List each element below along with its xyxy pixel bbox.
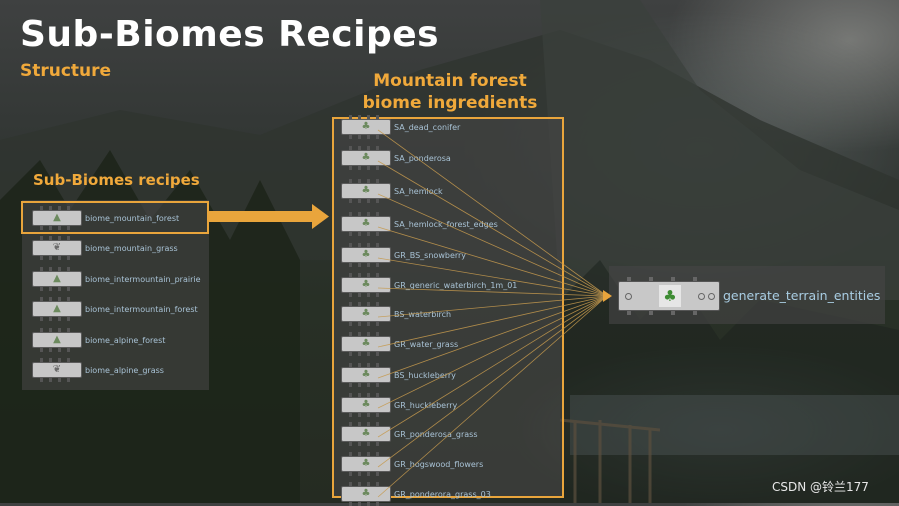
ingredient-node-label: GR_generic_waterbirch_1m_01: [394, 280, 518, 290]
biome-node-row[interactable]: ▲ biome_intermountain_forest: [32, 297, 198, 321]
node-icon: ♣: [341, 422, 391, 446]
output-node-label: generate_terrain_entities: [723, 288, 881, 303]
node-icon: ♣: [341, 452, 391, 476]
tree-icon: ♣: [361, 488, 371, 499]
ingredient-node-row[interactable]: ♣ GR_generic_waterbirch_1m_01: [341, 273, 517, 297]
ingredient-node-row[interactable]: ♣ SA_dead_conifer: [341, 115, 460, 139]
ingredient-node-row[interactable]: ♣ GR_BS_snowberry: [341, 243, 466, 267]
node-input-ports: [627, 277, 713, 281]
node-icon: ♣: [341, 243, 391, 267]
ingredients-heading: Mountain forest biome ingredients: [330, 70, 570, 114]
selected-biome-highlight: [21, 201, 209, 234]
watermark: CSDN @铃兰177: [772, 480, 869, 494]
node-output-ports: [627, 311, 713, 315]
node-icon: ❦: [32, 236, 82, 260]
tree-icon: ♣: [361, 249, 371, 260]
ingredient-node-row[interactable]: ♣ SA_ponderosa: [341, 146, 451, 170]
tree-icon: ♣: [361, 185, 371, 196]
tree-icon: ♣: [361, 338, 371, 349]
node-icon: ♣: [341, 393, 391, 417]
connection-wires: [377, 129, 608, 498]
biome-node-row[interactable]: ▲ biome_mountain_forest: [32, 206, 179, 230]
tree-icon: ♣: [361, 399, 371, 410]
node-icon: ♣: [341, 363, 391, 387]
generate-terrain-entities-node[interactable]: ♣: [618, 277, 720, 315]
tree-icon: ♣: [361, 369, 371, 380]
slide-title: Sub-Biomes Recipes: [20, 14, 440, 55]
ingredient-node-row[interactable]: ♣ GR_water_grass: [341, 332, 458, 356]
ingredient-node-row[interactable]: ♣ GR_huckleberry: [341, 393, 457, 417]
node-icon: ♣: [341, 179, 391, 203]
biome-node-row[interactable]: ▲ biome_alpine_forest: [32, 328, 165, 352]
grass-icon: ❦: [52, 364, 62, 375]
ingredient-node-row[interactable]: ♣ BS_huckleberry: [341, 363, 456, 387]
template-flag-icon[interactable]: [698, 293, 705, 300]
ingredient-node-label: SA_dead_conifer: [394, 122, 461, 132]
ingredient-node-label: GR_BS_snowberry: [394, 250, 467, 260]
biome-node-label: biome_alpine_grass: [85, 365, 164, 375]
biome-node-label: biome_mountain_grass: [85, 243, 178, 253]
node-icon: ♣: [341, 332, 391, 356]
ingredient-node-row[interactable]: ♣ SA_hemlock: [341, 179, 443, 203]
node-icon: ♣: [341, 212, 391, 236]
ingredient-node-label: SA_hemlock: [394, 186, 443, 196]
ingredient-node-label: SA_ponderosa: [394, 153, 451, 163]
ingredient-node-label: GR_huckleberry: [394, 400, 458, 410]
biome-node-label: biome_alpine_forest: [85, 335, 166, 345]
bypass-flag-icon[interactable]: [625, 293, 632, 300]
node-icon: ❦: [32, 358, 82, 382]
conifer-icon: ▲: [53, 273, 61, 284]
conifer-icon: ▲: [53, 212, 61, 223]
ingredient-node-label: BS_waterbirch: [394, 309, 452, 319]
ingredient-node-row[interactable]: ♣ GR_hogswood_flowers: [341, 452, 483, 476]
ingredients-heading-line1: Mountain forest: [373, 71, 527, 91]
tree-icon: ♣: [361, 458, 371, 469]
node-icon: ♣: [341, 146, 391, 170]
tree-icon: ♣: [361, 428, 371, 439]
selection-arrow-icon: [209, 204, 329, 229]
wire-junction-arrow-icon: [603, 290, 612, 302]
slide-subtitle: Structure: [20, 61, 112, 81]
ingredient-node-label: BS_huckleberry: [394, 370, 456, 380]
tree-icon: ♣: [361, 152, 371, 163]
tree-icon: ♣: [361, 121, 371, 132]
tree-icon: ♣: [659, 285, 681, 307]
node-icon: ▲: [32, 206, 82, 230]
tree-icon: ♣: [361, 308, 371, 319]
biome-node-label: biome_intermountain_prairie: [85, 274, 201, 284]
conifer-icon: ▲: [53, 334, 61, 345]
biome-node-row[interactable]: ❦ biome_mountain_grass: [32, 236, 178, 260]
ingredient-node-row[interactable]: ♣ GR_ponderosa_grass: [341, 422, 477, 446]
node-icon: ♣: [341, 302, 391, 326]
ingredients-heading-line2: biome ingredients: [362, 93, 538, 113]
node-icon: ♣: [341, 115, 391, 139]
sub-biomes-heading: Sub-Biomes recipes: [33, 171, 200, 189]
node-icon: ▲: [32, 328, 82, 352]
biome-node-label: biome_mountain_forest: [85, 213, 180, 223]
ingredient-node-row[interactable]: ♣ BS_waterbirch: [341, 302, 451, 326]
biome-node-row[interactable]: ❦ biome_alpine_grass: [32, 358, 164, 382]
node-icon: ▲: [32, 267, 82, 291]
tree-icon: ♣: [361, 218, 371, 229]
tree-icon: ♣: [361, 279, 371, 290]
ingredient-node-label: GR_hogswood_flowers: [394, 459, 484, 469]
display-flag-icon[interactable]: [708, 293, 715, 300]
grass-icon: ❦: [52, 242, 62, 253]
node-icon: ♣: [341, 273, 391, 297]
biome-node-label: biome_intermountain_forest: [85, 304, 198, 314]
ingredient-node-label: GR_ponderosa_grass: [394, 429, 478, 439]
node-icon: ▲: [32, 297, 82, 321]
biome-node-row[interactable]: ▲ biome_intermountain_prairie: [32, 267, 201, 291]
ingredient-node-label: GR_water_grass: [394, 339, 459, 349]
conifer-icon: ▲: [53, 303, 61, 314]
ingredient-node-label: GR_ponderora_grass_03: [394, 489, 491, 499]
